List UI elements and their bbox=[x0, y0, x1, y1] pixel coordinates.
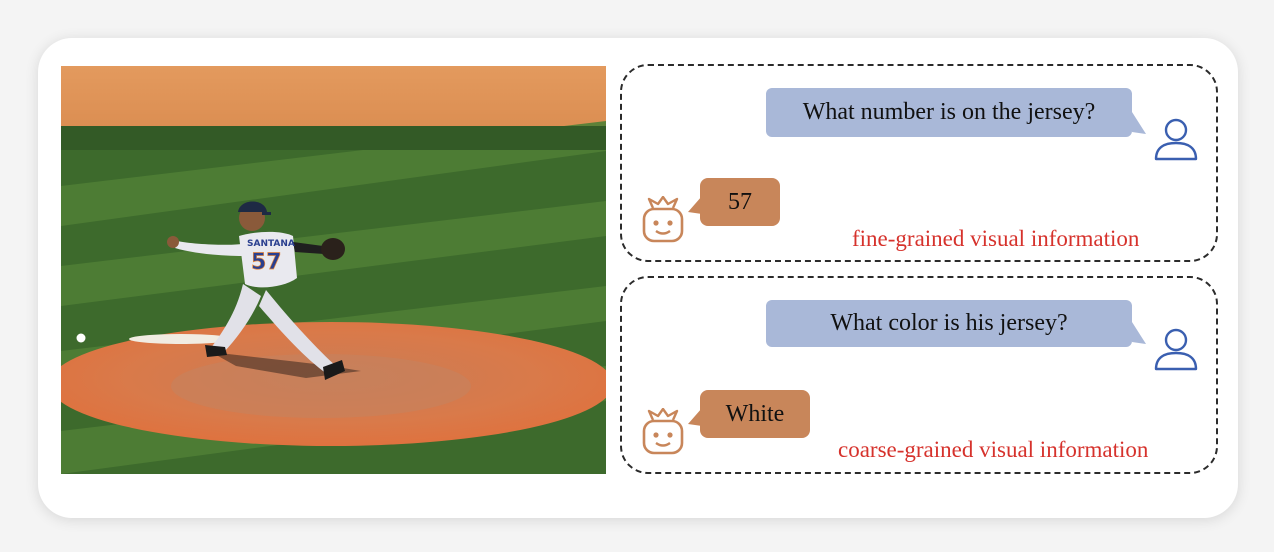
robot-icon bbox=[642, 196, 684, 243]
question-bubble: What color is his jersey? bbox=[766, 300, 1132, 347]
answer-bubble: 57 bbox=[700, 178, 780, 226]
qa-panel-coarse bbox=[620, 276, 1218, 474]
user-icon bbox=[1154, 118, 1198, 161]
question-text: What color is his jersey? bbox=[830, 310, 1068, 336]
jersey-name: SANTANA bbox=[247, 239, 295, 249]
robot-icon bbox=[642, 408, 684, 455]
baseball-photo: SANTANA 57 bbox=[61, 66, 606, 474]
question-bubble-tail bbox=[1132, 112, 1146, 134]
answer-text: 57 bbox=[728, 188, 752, 215]
question-text: What number is on the jersey? bbox=[802, 99, 1096, 125]
user-icon bbox=[1154, 328, 1198, 371]
question-bubble: What number is on the jersey? bbox=[766, 88, 1132, 137]
answer-bubble-tail bbox=[688, 408, 702, 426]
coarse-grained-tag: coarse-grained visual information bbox=[838, 437, 1149, 462]
answer-bubble: White bbox=[700, 390, 810, 438]
answer-text: White bbox=[725, 400, 785, 427]
qa-panel-fine bbox=[620, 64, 1218, 262]
question-bubble-tail bbox=[1132, 322, 1146, 344]
pitcher-figure: SANTANA 57 bbox=[167, 201, 345, 380]
jersey-number: 57 bbox=[251, 250, 282, 275]
answer-bubble-tail bbox=[688, 196, 702, 214]
fine-grained-tag: fine-grained visual information bbox=[852, 226, 1140, 251]
